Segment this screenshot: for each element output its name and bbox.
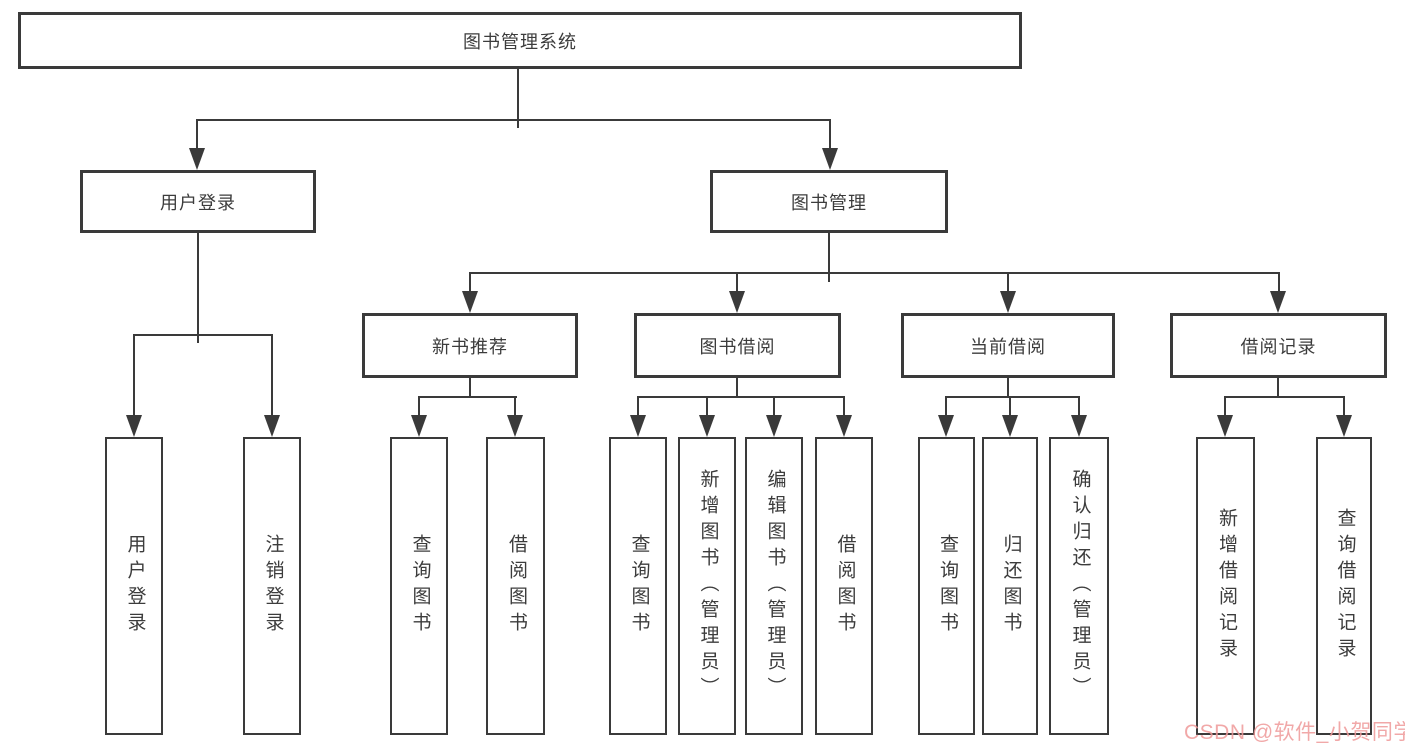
- node-label: 图书借阅: [699, 336, 776, 357]
- arrowhead-down-icon: [1217, 415, 1233, 437]
- arrowhead-down-icon: [822, 148, 838, 170]
- connector-line: [1009, 398, 1011, 416]
- arrowhead-down-icon: [630, 415, 646, 437]
- arrowhead-down-icon: [462, 291, 478, 313]
- node-label: 新增借阅记录: [1215, 508, 1237, 664]
- leaf-add-borrow-record: 新增借阅记录: [1196, 437, 1255, 735]
- leaf-add-books-admin: 新增图书（管理员）: [678, 437, 736, 735]
- leaf-logout: 注销登录: [243, 437, 301, 735]
- node-label: 当前借阅: [970, 336, 1046, 357]
- node-label: 归还图书: [1000, 534, 1022, 638]
- node-label: 查询图书: [409, 534, 431, 638]
- leaf-confirm-return-admin: 确认归还（管理员）: [1049, 437, 1109, 735]
- leaf-user-login: 用户登录: [105, 437, 163, 735]
- arrowhead-down-icon: [264, 415, 280, 437]
- arrowhead-down-icon: [1071, 415, 1087, 437]
- arrowhead-down-icon: [1000, 291, 1016, 313]
- node-label: 借阅记录: [1240, 336, 1317, 357]
- node-label: 查询借阅记录: [1334, 508, 1356, 664]
- connector-line: [829, 121, 831, 150]
- leaf-query-books-recommend: 查询图书: [390, 437, 448, 735]
- connector-line: [706, 398, 708, 416]
- connector-line: [637, 396, 845, 398]
- connector-line: [945, 398, 947, 416]
- arrowhead-down-icon: [411, 415, 427, 437]
- leaf-query-borrow-record: 查询借阅记录: [1316, 437, 1372, 735]
- leaf-borrow-books-recommend: 借阅图书: [486, 437, 545, 735]
- node-label: 借阅图书: [834, 534, 856, 638]
- csdn-watermark: CSDN @软件_小贺同学: [1184, 721, 1405, 744]
- leaf-edit-books-admin: 编辑图书（管理员）: [745, 437, 803, 735]
- arrowhead-down-icon: [1336, 415, 1352, 437]
- node-label: 注销登录: [262, 534, 284, 638]
- node-current-borrowing: 当前借阅: [901, 313, 1115, 378]
- connector-line: [271, 336, 273, 416]
- arrowhead-down-icon: [729, 291, 745, 313]
- node-label: 用户登录: [160, 192, 236, 213]
- connector-line: [517, 68, 519, 121]
- connector-line: [196, 119, 831, 121]
- connector-line: [418, 398, 420, 416]
- connector-line: [469, 377, 471, 397]
- connector-line: [828, 274, 830, 282]
- arrowhead-down-icon: [836, 415, 852, 437]
- connector-line: [828, 233, 830, 274]
- connector-line: [469, 274, 471, 292]
- node-new-book-recommend: 新书推荐: [362, 313, 578, 378]
- connector-line: [945, 396, 1080, 398]
- connector-line: [736, 274, 738, 292]
- connector-line: [1007, 377, 1009, 397]
- connector-line: [197, 233, 199, 336]
- connector-line: [843, 398, 845, 416]
- node-label: 借阅图书: [505, 534, 527, 638]
- arrowhead-down-icon: [938, 415, 954, 437]
- node-label: 确认归还（管理员）: [1069, 469, 1091, 703]
- leaf-return-books: 归还图书: [982, 437, 1038, 735]
- connector-line: [1078, 398, 1080, 416]
- node-borrowing-records: 借阅记录: [1170, 313, 1387, 378]
- connector-line: [418, 396, 517, 398]
- connector-line: [517, 121, 519, 128]
- node-library-system: 图书管理系统: [18, 12, 1022, 69]
- connector-line: [1343, 398, 1345, 416]
- arrowhead-down-icon: [766, 415, 782, 437]
- connector-line: [736, 377, 738, 397]
- leaf-borrow-books: 借阅图书: [815, 437, 873, 735]
- leaf-query-books: 查询图书: [609, 437, 667, 735]
- node-label: 查询图书: [936, 534, 958, 638]
- node-book-management: 图书管理: [710, 170, 948, 233]
- arrowhead-down-icon: [1270, 291, 1286, 313]
- arrowhead-down-icon: [126, 415, 142, 437]
- connector-line: [637, 398, 639, 416]
- node-user-login: 用户登录: [80, 170, 316, 233]
- connector-line: [514, 398, 516, 416]
- arrowhead-down-icon: [1002, 415, 1018, 437]
- connector-line: [469, 272, 1280, 274]
- connector-line: [1007, 274, 1009, 292]
- connector-line: [773, 398, 775, 416]
- connector-line: [197, 336, 199, 343]
- node-label: 新增图书（管理员）: [697, 469, 719, 703]
- arrowhead-down-icon: [189, 148, 205, 170]
- connector-line: [1277, 377, 1279, 397]
- node-label: 编辑图书（管理员）: [764, 469, 786, 703]
- node-book-borrowing: 图书借阅: [634, 313, 841, 378]
- node-label: 新书推荐: [432, 336, 508, 357]
- connector-line: [196, 121, 198, 150]
- node-label: 图书管理: [791, 192, 867, 213]
- leaf-query-books-current: 查询图书: [918, 437, 975, 735]
- node-label: 用户登录: [124, 534, 146, 638]
- arrowhead-down-icon: [507, 415, 523, 437]
- connector-line: [1278, 274, 1280, 292]
- node-label: 图书管理系统: [463, 31, 577, 52]
- node-label: 查询图书: [628, 534, 650, 638]
- connector-line: [133, 334, 273, 336]
- connector-line: [133, 336, 135, 416]
- arrowhead-down-icon: [699, 415, 715, 437]
- connector-line: [1224, 398, 1226, 416]
- connector-line: [1224, 396, 1345, 398]
